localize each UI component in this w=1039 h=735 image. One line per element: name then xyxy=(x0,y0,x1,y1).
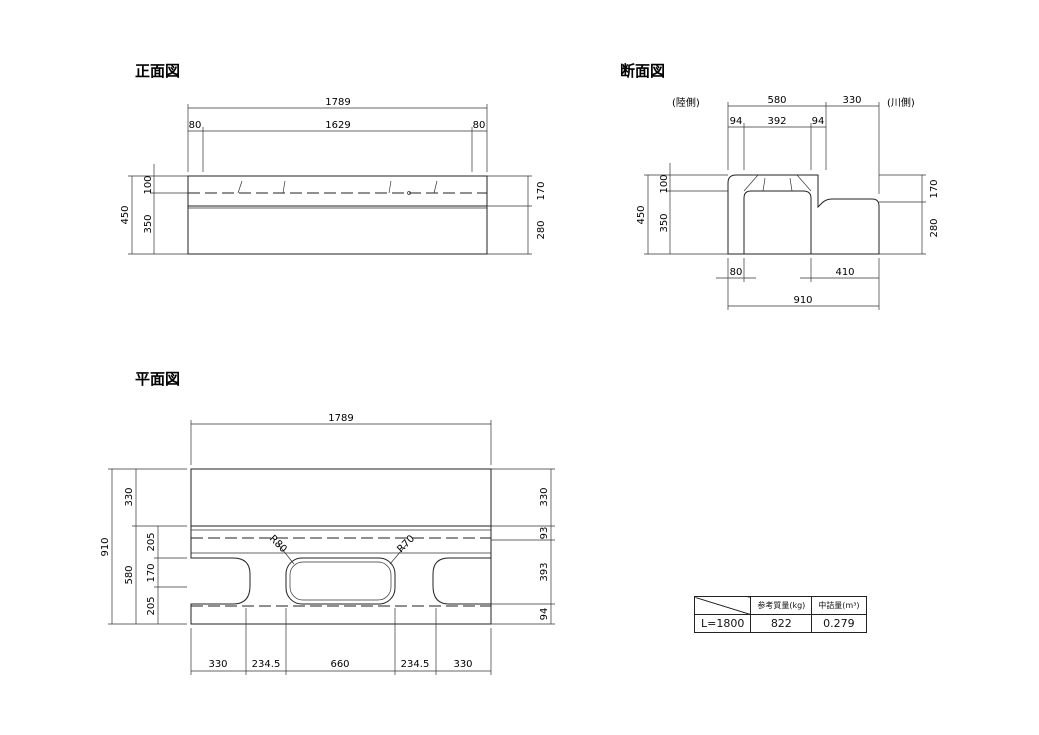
section-cavity xyxy=(743,190,812,254)
spec-table-corner xyxy=(693,596,752,615)
plan-dim-left-top: 330 xyxy=(124,487,135,506)
plan-dim-bottom-2: 234.5 xyxy=(252,659,281,670)
section-dim-bottom-total: 910 xyxy=(793,295,812,306)
section-profile xyxy=(727,174,880,255)
spec-row-fill: 0.279 xyxy=(811,614,867,633)
front-dim-end-right: 80 xyxy=(473,120,486,131)
spec-table: 参考質量(kg) 中詰量(m³) L=1800 822 0.279 xyxy=(693,596,867,633)
front-dim-right-upper: 170 xyxy=(536,181,547,200)
front-dim-height-total: 450 xyxy=(120,205,131,224)
plan-dim-bottom-5: 330 xyxy=(453,659,472,670)
plan-dim-right-a: 93 xyxy=(539,527,550,540)
spec-header-mass: 参考質量(kg) xyxy=(750,596,813,615)
front-dim-end-left: 80 xyxy=(189,120,202,131)
plan-radius-right: R70 xyxy=(395,533,417,555)
section-view-title: 断面図 xyxy=(620,62,665,80)
plan-dim-bottom-3: 660 xyxy=(330,659,349,670)
section-dim-height-lower: 350 xyxy=(659,213,670,232)
plan-dim-bottom-4: 234.5 xyxy=(401,659,430,670)
plan-view-opening xyxy=(285,557,396,605)
section-dim-inner: 392 xyxy=(767,116,786,127)
table-row: L=1800 822 0.279 xyxy=(693,614,867,633)
land-side-label: (陸側) xyxy=(672,96,700,109)
plan-dim-right-top: 330 xyxy=(539,487,550,506)
front-dim-mid: 1629 xyxy=(325,120,350,131)
section-dim-right-upper: 170 xyxy=(929,179,940,198)
plan-view-title: 平面図 xyxy=(135,370,180,388)
plan-dim-left-body: 580 xyxy=(124,565,135,584)
front-view-title: 正面図 xyxy=(135,62,180,80)
front-dim-height-lower: 350 xyxy=(143,214,154,233)
section-dim-bottom-left: 80 xyxy=(730,267,743,278)
section-dim-bottom-right: 410 xyxy=(835,267,854,278)
plan-view-outline xyxy=(190,468,492,625)
plan-dim-right-b: 393 xyxy=(539,562,550,581)
front-view-body xyxy=(187,175,488,255)
section-dim-top-step: 330 xyxy=(842,95,861,106)
plan-radius-left: R80 xyxy=(267,533,289,555)
section-dim-height-upper: 100 xyxy=(659,174,670,193)
front-dim-right-lower: 280 xyxy=(536,220,547,239)
plan-dim-bottom-1: 330 xyxy=(208,659,227,670)
section-dim-height-total: 450 xyxy=(636,205,647,224)
front-dim-overall: 1789 xyxy=(325,97,350,108)
section-dim-right-wall: 94 xyxy=(812,116,825,127)
plan-dim-left-a: 205 xyxy=(146,532,157,551)
section-dim-left-wall: 94 xyxy=(730,116,743,127)
plan-dim-overall: 1789 xyxy=(328,413,353,424)
plan-dim-left-c: 205 xyxy=(146,596,157,615)
plan-dim-left-b: 170 xyxy=(146,563,157,582)
spec-row-label: L=1800 xyxy=(693,614,752,633)
section-dim-top-main: 580 xyxy=(767,95,786,106)
plan-dim-left-total: 910 xyxy=(100,537,111,556)
plan-dim-right-c: 94 xyxy=(539,608,550,621)
river-side-label: (川側) xyxy=(887,96,915,109)
section-dim-right-lower: 280 xyxy=(929,218,940,237)
spec-header-fill: 中詰量(m³) xyxy=(811,596,867,615)
spec-row-mass: 822 xyxy=(750,614,813,633)
front-dim-height-upper: 100 xyxy=(143,175,154,194)
